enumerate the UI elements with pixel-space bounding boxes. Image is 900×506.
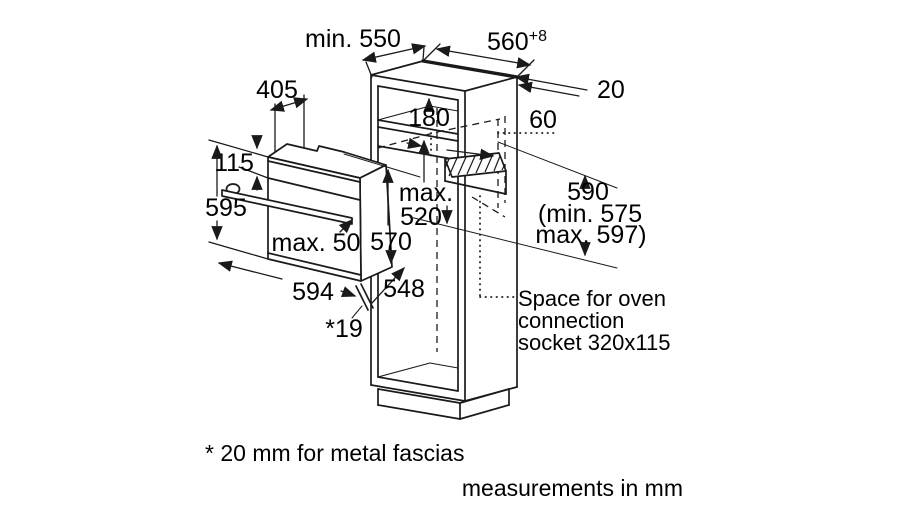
- dim-594: 594: [217, 260, 357, 306]
- svg-text:115: 115: [214, 149, 254, 177]
- svg-text:max.: max.: [399, 179, 453, 207]
- dim-60: 60: [529, 106, 557, 134]
- svg-text:595: 595: [205, 194, 247, 222]
- svg-text:(min. 575: (min. 575: [538, 200, 642, 228]
- dim-20: 20: [514, 73, 625, 104]
- svg-text:590: 590: [567, 178, 609, 206]
- fascia-footnote: * 20 mm for metal fascias: [205, 440, 464, 466]
- svg-text:548: 548: [383, 275, 425, 303]
- dim-405: 405: [256, 76, 309, 153]
- units-note: measurements in mm: [462, 475, 683, 501]
- svg-text:60: 60: [529, 106, 557, 134]
- dim-max-520: max. 520: [399, 139, 495, 231]
- svg-text:connection: connection: [518, 308, 624, 333]
- dim-560: 560+8: [422, 28, 547, 78]
- oven-front-face: [267, 156, 362, 282]
- svg-text:max. 50: max. 50: [272, 229, 361, 257]
- svg-text:min. 550: min. 550: [305, 25, 401, 53]
- svg-text:180: 180: [408, 104, 450, 132]
- dim-595: 595: [205, 144, 269, 260]
- oven: [221, 143, 421, 311]
- dim-19: *19: [325, 305, 363, 343]
- svg-text:max. 597): max. 597): [535, 221, 646, 249]
- svg-text:20: 20: [597, 76, 625, 104]
- dim-570: 570: [370, 168, 412, 265]
- svg-text:*19: *19: [325, 315, 363, 343]
- dim-115: 115: [208, 135, 269, 191]
- socket-note: Space for oven connection socket 320x115: [518, 286, 670, 355]
- svg-text:405: 405: [256, 76, 298, 104]
- projection-line-top: [343, 153, 421, 178]
- svg-text:570: 570: [370, 228, 412, 256]
- dim-548: 548: [371, 266, 425, 304]
- svg-text:Space for oven: Space for oven: [518, 286, 666, 311]
- dim-min-550: min. 550: [305, 25, 427, 78]
- cabinet-unit: [370, 59, 519, 420]
- svg-text:socket 320x115: socket 320x115: [518, 330, 670, 355]
- oven-side-face: [359, 164, 393, 282]
- svg-text:520: 520: [400, 203, 442, 231]
- dim-max-50: max. 50: [272, 218, 361, 257]
- dim-180: 180: [406, 97, 450, 149]
- svg-text:560+8: 560+8: [487, 28, 547, 56]
- dim-590: 590 (min. 575 max. 597): [409, 141, 647, 269]
- control-panel-divider: [267, 177, 361, 201]
- svg-text:594: 594: [292, 278, 334, 306]
